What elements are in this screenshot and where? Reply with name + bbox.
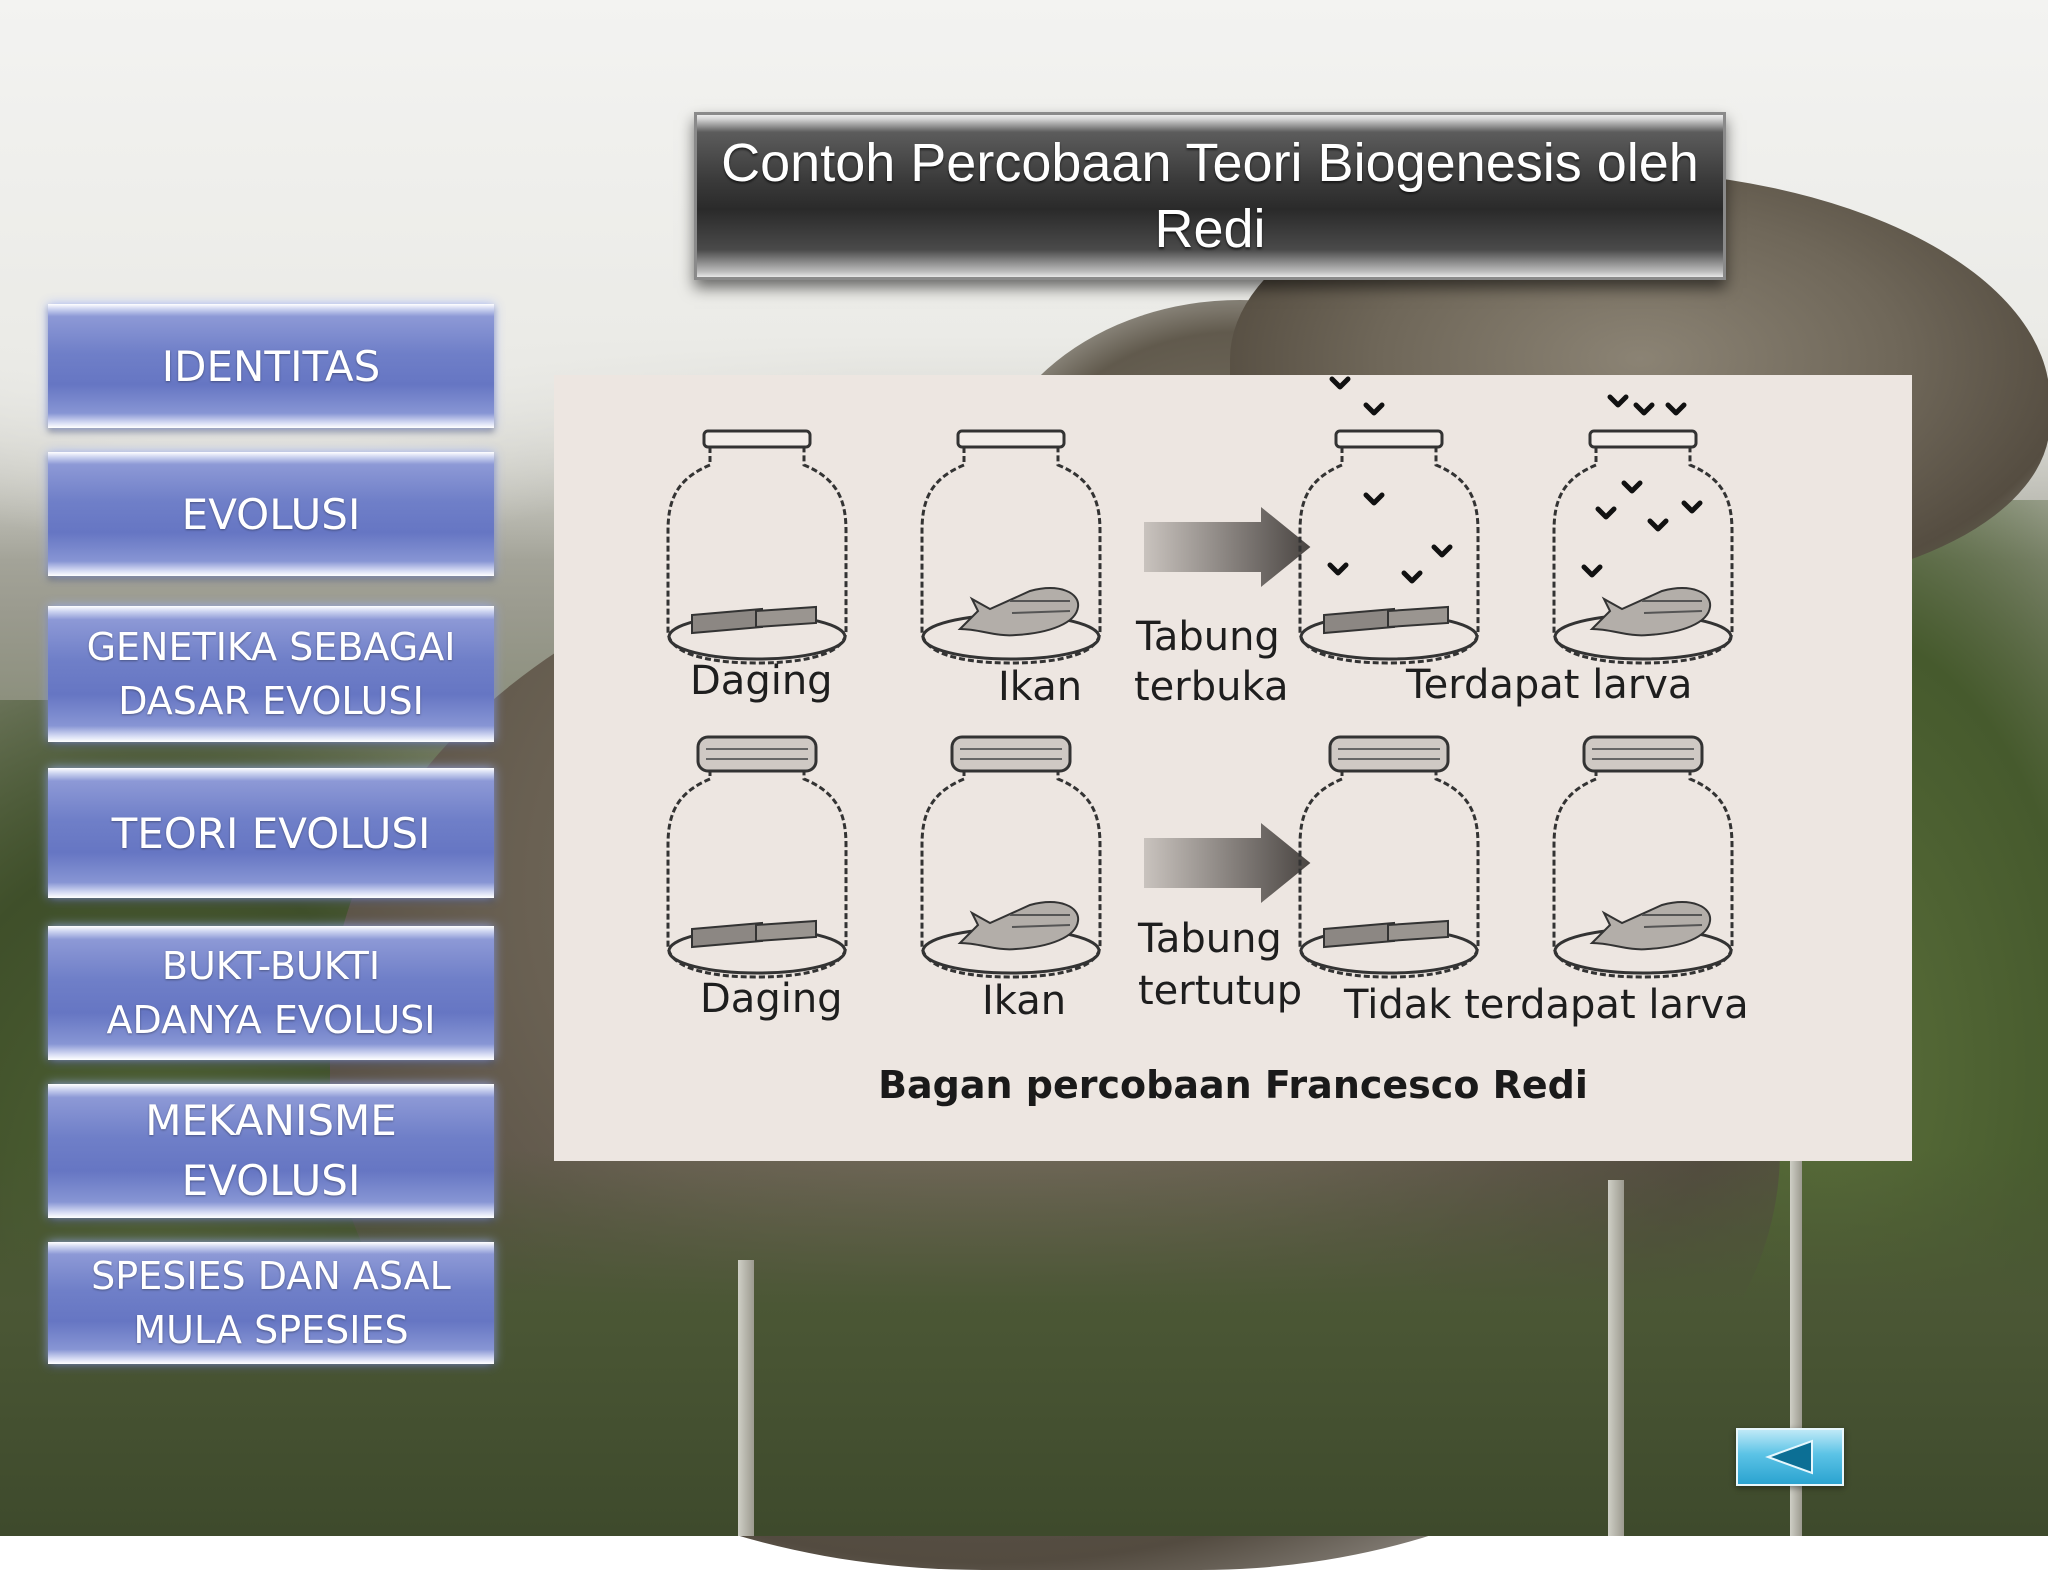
back-button[interactable] [1736,1428,1844,1486]
menu-item-evolusi[interactable]: EVOLUSI [48,452,494,576]
menu-item-spesies[interactable]: SPESIES DAN ASAL MULA SPESIES [48,1242,494,1364]
label-tabung-open-2: terbuka [1134,664,1289,710]
menu-item-label: TEORI EVOLUSI [111,808,431,858]
arrow-closed-icon [1144,823,1311,903]
menu-item-teori-evolusi[interactable]: TEORI EVOLUSI [48,768,494,898]
jar-closed-daging [666,735,848,979]
label-ikan-closed: Ikan [982,978,1067,1024]
diagram-illustration [666,375,1734,979]
menu-item-label: IDENTITAS [161,341,381,391]
jar-closed-ikan-nolarva [1552,735,1734,979]
jar-open-ikan [920,429,1102,665]
larva-fly-icons [1330,379,1700,581]
menu-item-identitas[interactable]: IDENTITAS [48,304,494,428]
label-result-open: Terdapat larva [1406,662,1693,708]
label-tabung-open-1: Tabung [1136,614,1280,660]
jar-open-daging [666,429,848,665]
label-daging-closed: Daging [700,976,843,1022]
menu-item-label: EVOLUSI [181,489,361,539]
menu-item-genetika[interactable]: GENETIKA SEBAGAI DASAR EVOLUSI [48,606,494,742]
menu-item-mekanisme-evolusi[interactable]: MEKANISME EVOLUSI [48,1084,494,1218]
label-result-closed: Tidak terdapat larva [1344,982,1749,1028]
play-left-icon [1765,1439,1813,1475]
jar-closed-ikan [920,735,1102,979]
label-ikan-open: Ikan [998,664,1083,710]
page-title: Contoh Percobaan Teori Biogenesis oleh R… [721,133,1699,259]
label-tabung-closed-1: Tabung [1138,916,1282,962]
menu-item-bukti-evolusi[interactable]: BUKT-BUKTI ADANYA EVOLUSI [48,926,494,1060]
jar-closed-daging-nolarva [1298,735,1480,979]
arrow-open-icon [1144,507,1311,587]
label-daging-open: Daging [690,658,833,704]
menu-item-label: MEKANISME EVOLUSI [145,1096,397,1205]
menu-item-label: GENETIKA SEBAGAI DASAR EVOLUSI [86,625,456,723]
tree-trunk [1608,1180,1624,1536]
menu-item-label: SPESIES DAN ASAL MULA SPESIES [91,1254,451,1352]
tree-trunk [738,1260,754,1536]
diagram-caption: Bagan percobaan Francesco Redi [878,1063,1588,1107]
title-banner: Contoh Percobaan Teori Biogenesis oleh R… [694,112,1726,280]
jar-open-ikan-larva [1552,429,1734,665]
menu-item-label: BUKT-BUKTI ADANYA EVOLUSI [106,944,436,1042]
label-tabung-closed-2: tertutup [1138,968,1303,1014]
redi-experiment-diagram: Daging Ikan Tabung terbuka Terdapat larv… [554,375,1912,1161]
